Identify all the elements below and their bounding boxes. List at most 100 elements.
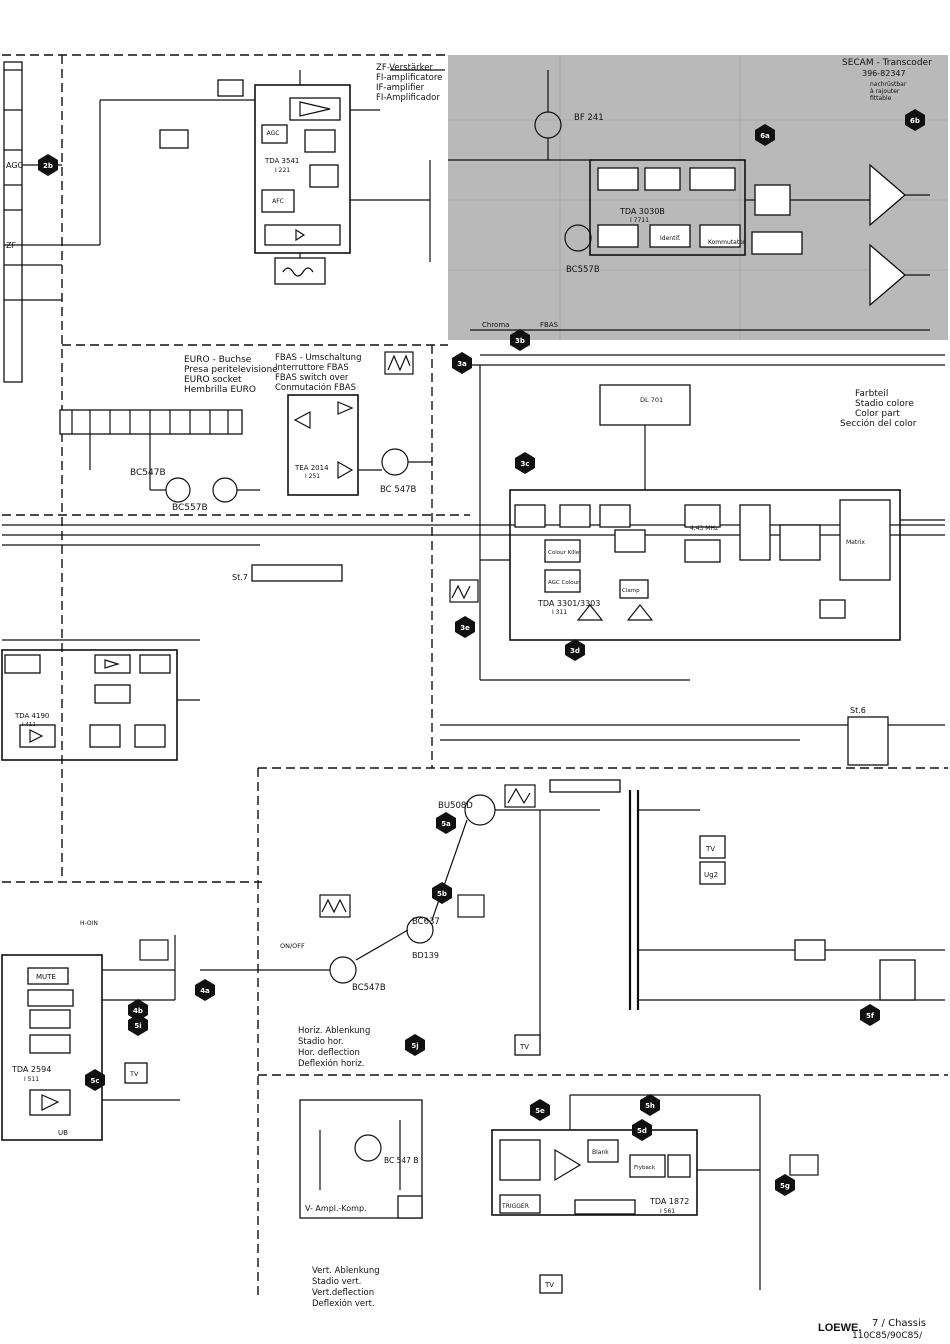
waveform-glyphs [139,351,819,1176]
marker-5i: 5i [128,1014,148,1036]
tda3541-block [99,69,445,285]
euro-title-2: Presa peritelevisione [184,365,278,375]
svg-text:5b: 5b [437,890,447,898]
svg-text:6b: 6b [910,117,920,125]
marker-2b: 2b [38,154,58,176]
flyback-label: Flyback [634,1165,656,1171]
fbas-title-1: FBAS - Umschaltung [275,353,361,363]
bc557b-euro-label: BC557B [172,503,208,513]
svg-text:5f: 5f [866,1012,875,1020]
marker-5c: 5c [85,1069,105,1091]
colour-killer-label: Colour Killer [548,550,582,556]
tda4190-name: TDA 4190 [14,712,49,720]
tda2594-block [1,935,180,1141]
tda3301-ref: I 311 [552,609,567,616]
marker-3c: 3c [515,452,535,474]
farbteil-title-1: Farbteil [855,389,888,399]
dl-label: DL 701 [640,396,663,404]
marker-6b: 6b [905,109,925,131]
tv-badge-hor: TV [705,845,715,853]
zf-title-2: FI-amplificatore [376,73,442,83]
svg-text:3d: 3d [570,647,580,655]
svg-text:2b: 2b [43,162,53,170]
svg-text:4a: 4a [200,987,210,995]
secam-transcoder [448,70,930,331]
svg-text:5i: 5i [134,1022,141,1030]
euro-socket [59,409,260,503]
marker-5d: 5d [632,1119,652,1141]
clamp-label: Clamp [622,588,640,594]
chroma-label: Chroma [482,321,509,329]
svg-text:5c: 5c [90,1077,99,1085]
st7-connector [251,564,343,582]
bc637-label: BC637 [412,917,440,927]
blank-label: Blank [592,1149,609,1156]
svg-text:4b: 4b [133,1007,143,1015]
secam-note-1: nachrüstbar [870,81,907,88]
hoin-label: H-OIN [80,920,98,927]
vert-title-2: Stadio vert. [312,1277,361,1287]
test-point-markers: 2b 3a 3b 3c 3d 3e 4a 4b 5a 5b 5c 5d 5e 5… [38,109,925,1196]
marker-4b: 4b [128,999,148,1021]
tda4190-block [1,639,200,761]
st6-connector [847,716,889,766]
svg-text:3c: 3c [520,460,529,468]
tda1872-ref: I 561 [660,1208,675,1215]
svg-text:5d: 5d [637,1127,647,1135]
zf-title-4: FI-Amplificador [376,93,440,103]
svg-text:3b: 3b [515,337,525,345]
tea2014-block [287,394,432,496]
tda2594-name: TDA 2594 [11,1065,51,1074]
svg-text:3a: 3a [457,360,467,368]
farbteil-title-2: Stadio colore [855,399,914,409]
st6-label: St.6 [850,706,866,715]
tea2014-name: TEA 2014 [294,464,329,472]
euro-title-1: EURO - Buchse [184,355,252,365]
bu508d-label: BU508D [438,801,473,811]
bc547b-horiz-label: BC547B [352,983,386,993]
agc-colour-label: AGC Colour [548,580,580,586]
afc-block-label: AFC [272,198,284,205]
farbteil-title-3: Color part [855,409,900,419]
horiz-title-3: Hor. deflection [298,1048,360,1058]
marker-5f: 5f [860,1004,880,1026]
horizontal-output-stage [200,779,945,1056]
fbas-title-3: FBAS switch over [275,373,349,383]
tv-badge-hor2: TV [519,1043,529,1051]
secam-number: 396-82347 [862,69,906,78]
svg-text:5j: 5j [411,1042,418,1050]
marker-3a: 3a [452,352,472,374]
tv-badge-vert: TV [544,1281,554,1289]
ug2-label: Ug2 [704,871,718,879]
trigger-label: TRIGGER [501,1203,529,1210]
model-label: 110C85/90C85/ [852,1331,923,1341]
left-edge-connector [3,61,100,383]
tea2014-ref: I 251 [305,473,320,480]
fbas-secam-label: FBAS [540,321,559,329]
tda3030b-ref: I 7711 [630,217,649,224]
horiz-title-2: Stadio hor. [298,1037,344,1047]
mute-label: MUTE [36,973,56,981]
marker-5a: 5a [436,812,456,834]
tv-badge-left: TV [129,1070,139,1078]
st7-label: St.7 [232,573,248,582]
zf-title-1: ZF-Verstärker [376,63,433,73]
komm-label: Kommutator [708,239,746,246]
fbas-title-4: Conmutación FBAS [275,382,356,393]
marker-5j: 5j [405,1034,425,1056]
side-label-zf: ZF [6,241,16,250]
tda1872-block [491,1094,761,1294]
marker-5e: 5e [530,1099,550,1121]
ub-label: UB [58,1129,68,1137]
euro-title-3: EURO socket [184,375,242,385]
onoff-label: ON/OFF [280,942,305,950]
euro-title-4: Hembrilla EURO [184,385,256,395]
bc547b-euro-label: BC547B [130,468,166,478]
tda3301-block [479,365,945,681]
bc547b-vamp-label: BC 547 B [384,1156,418,1165]
marker-5h: 5h [640,1094,660,1116]
marker-4a: 4a [195,979,215,1001]
tda3541-name: TDA 3541 [264,157,299,165]
tda3541-ref: I 221 [275,167,290,174]
